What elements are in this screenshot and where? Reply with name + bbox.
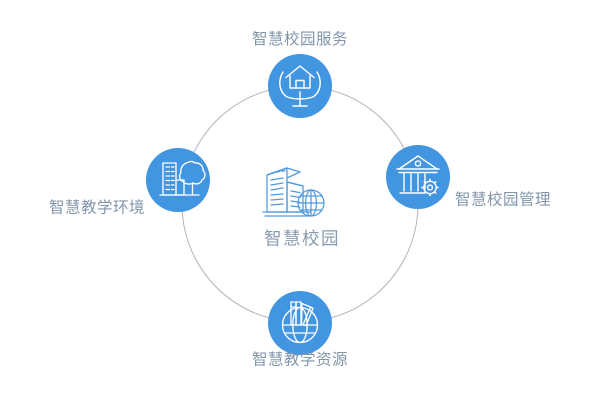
building-tree-icon xyxy=(159,160,206,196)
node-label-bottom: 智慧教学资源 xyxy=(251,351,349,369)
node-bottom-circle[interactable] xyxy=(268,291,332,355)
buildings-globe-icon xyxy=(262,167,325,217)
books-globe-icon xyxy=(281,301,319,344)
node-top-circle[interactable] xyxy=(268,54,332,118)
node-label-left: 智慧教学环境 xyxy=(48,199,145,217)
house-in-hands-icon xyxy=(279,65,321,107)
center-label: 智慧校园 xyxy=(264,228,340,249)
node-label-top: 智慧校园服务 xyxy=(251,31,349,48)
connector-ring xyxy=(181,85,419,323)
classical-building-gear-icon xyxy=(396,155,440,197)
node-label-right: 智慧校园管理 xyxy=(455,191,552,209)
node-right[interactable] xyxy=(386,145,450,209)
node-top[interactable] xyxy=(268,54,332,118)
node-bottom[interactable] xyxy=(268,291,332,355)
node-left[interactable] xyxy=(146,148,210,212)
